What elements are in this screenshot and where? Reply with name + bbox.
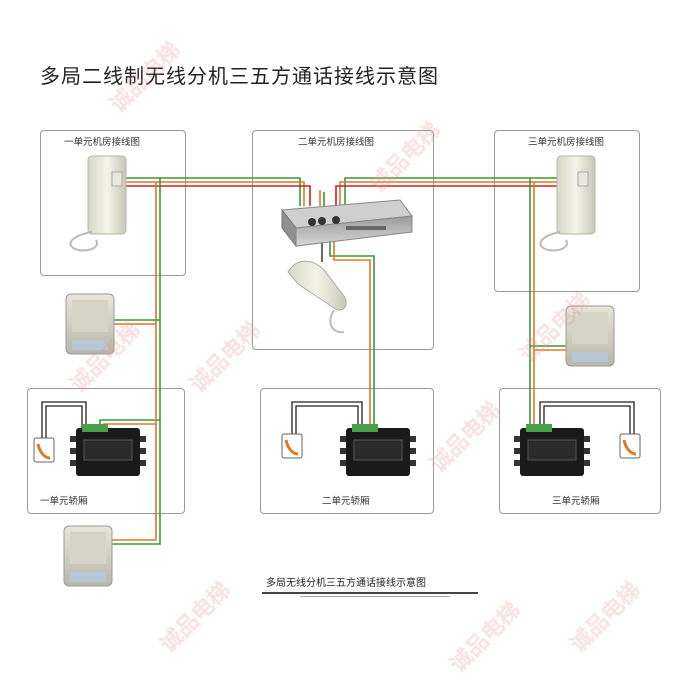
wire-trunk-red-r bbox=[335, 185, 575, 206]
label-unit1-car: 一单元轿厢 bbox=[40, 496, 88, 507]
unit3-car-control-board-icon bbox=[514, 424, 590, 476]
wire-trunk-green bbox=[125, 177, 301, 206]
unit1-top-speaker-icon bbox=[65, 293, 115, 355]
car-black-wires bbox=[41, 401, 635, 438]
wire-trunk-orange-r bbox=[339, 181, 575, 206]
label-unit3-machine-room: 三单元机房接线图 bbox=[528, 137, 605, 148]
unit2-handset-icon bbox=[287, 260, 347, 334]
wire-trunk-green-r bbox=[344, 177, 575, 206]
unit2-riser bbox=[321, 236, 375, 430]
wire-u1-orange-down bbox=[112, 424, 157, 541]
label-unit3-car: 三单元轿厢 bbox=[552, 496, 600, 507]
unit2-control-hub-icon bbox=[281, 199, 413, 248]
wire-u2-green bbox=[329, 236, 375, 430]
unit3-intercom-phone-icon bbox=[539, 155, 596, 252]
footer-caption: 多局无线分机三五方通话接线示意图 bbox=[266, 578, 426, 589]
label-unit2-machine-room: 二单元机房接线图 bbox=[298, 137, 375, 148]
wire-trunk-orange bbox=[125, 181, 305, 206]
unit3-car-phone-icon bbox=[619, 433, 641, 459]
wire-u1-green-down bbox=[112, 420, 161, 545]
unit2-car-control-board-icon bbox=[340, 424, 416, 476]
unit1-intercom-phone-icon bbox=[69, 155, 127, 252]
label-unit2-car: 二单元轿厢 bbox=[322, 496, 370, 507]
unit1-bottom-speaker-icon bbox=[63, 525, 113, 587]
diagram-title: 多局二线制无线分机三五方通话接线示意图 bbox=[40, 64, 439, 88]
footer-underline bbox=[262, 592, 478, 594]
unit1-car-phone-icon bbox=[33, 437, 55, 463]
footer-underline-thin bbox=[300, 596, 450, 597]
wire-u2-orange bbox=[333, 236, 371, 430]
unit2-car-phone-icon bbox=[281, 433, 303, 459]
unit3-speaker-icon bbox=[565, 305, 615, 367]
wire-trunk-red bbox=[125, 185, 311, 206]
unit1-car-control-board-icon bbox=[70, 424, 146, 476]
unit3-riser bbox=[529, 178, 570, 428]
trunk-wires bbox=[125, 177, 575, 206]
label-unit1-machine-room: 一单元机房接线图 bbox=[64, 137, 141, 148]
